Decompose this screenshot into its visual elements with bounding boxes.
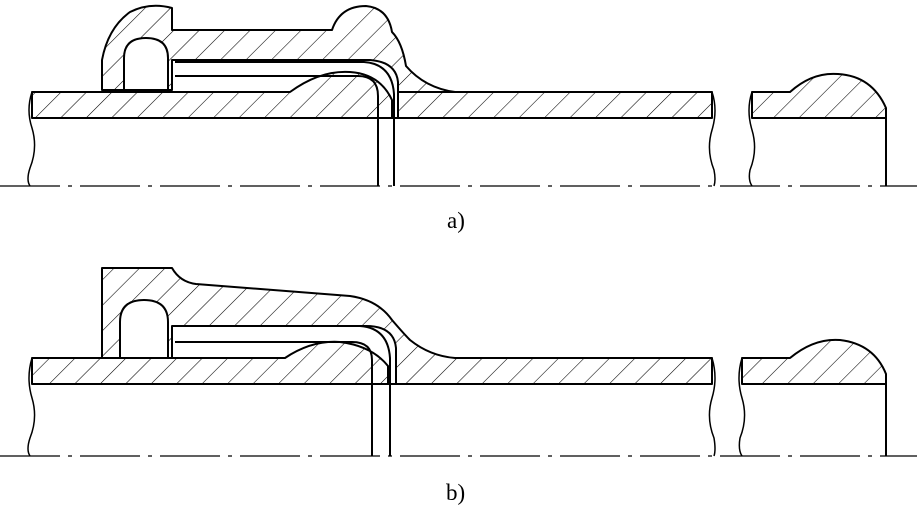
break-mid-right-a <box>748 91 756 187</box>
gasket-ring-b <box>119 299 169 359</box>
panel-b-caption: b) <box>446 480 465 505</box>
panel-b <box>0 267 917 457</box>
break-left-b <box>27 357 36 457</box>
insert-stop-b <box>175 341 373 456</box>
gasket-ring-a <box>123 37 169 91</box>
break-mid-left-a <box>708 91 716 187</box>
insert-stop-outer-b <box>175 325 391 456</box>
right-spigot-b <box>741 338 887 385</box>
socket-body-a <box>101 4 713 119</box>
break-mid-left-b <box>708 357 716 457</box>
socket-body-b <box>101 267 713 385</box>
spigot-wall-a <box>31 70 393 119</box>
spigot-wall-b <box>31 340 389 385</box>
break-mid-right-b <box>738 357 746 457</box>
break-left-a <box>27 91 36 187</box>
panel-a-caption: a) <box>447 208 465 233</box>
right-spigot-a <box>751 72 887 119</box>
panel-a <box>0 4 917 187</box>
insert-stop-a <box>175 75 379 186</box>
insert-stop-outer-a <box>175 61 395 186</box>
